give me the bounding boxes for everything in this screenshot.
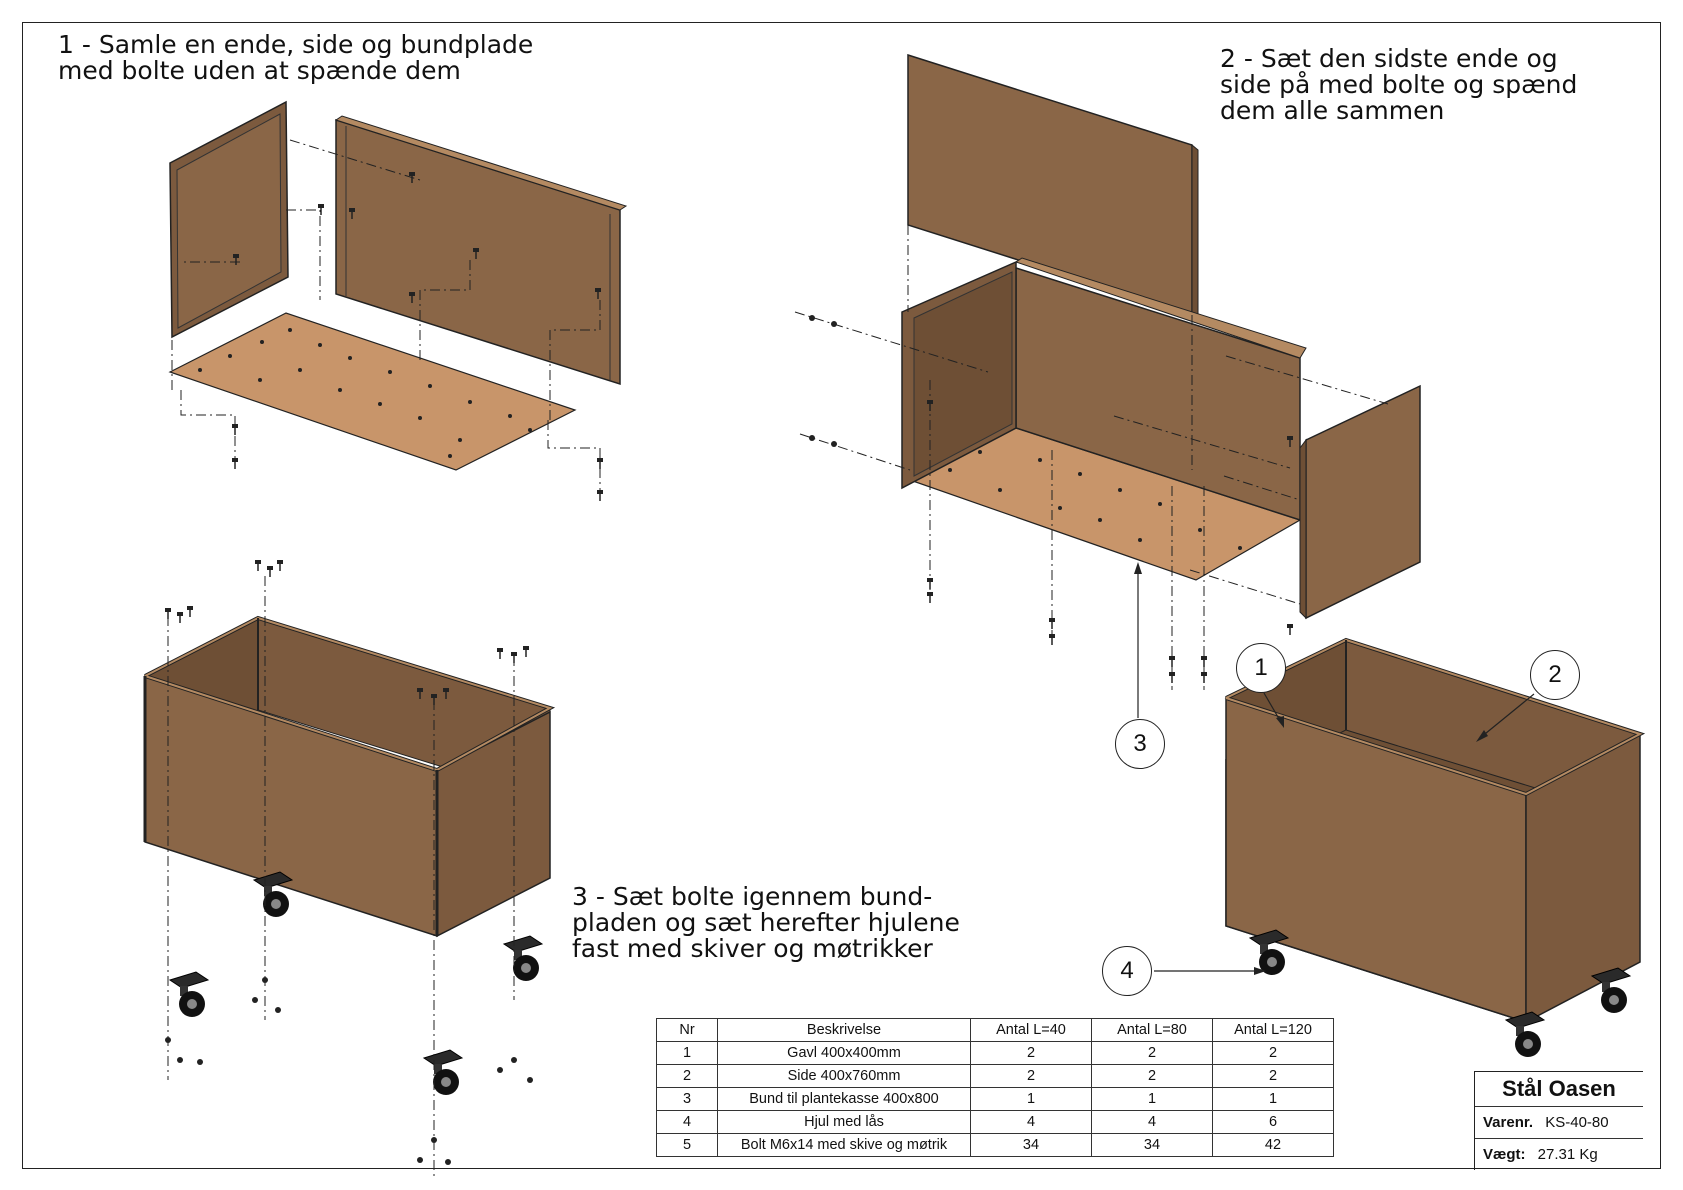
table-row: 2 Side 400x760mm 2 2 2 [656, 1064, 1334, 1088]
step1-floor-plate [168, 312, 577, 471]
bom-cell: Hjul med lås [717, 1110, 971, 1134]
step1-instruction: 1 - Samle en ende, side og bundplade med… [58, 30, 534, 85]
bom-cell: 2 [1212, 1041, 1334, 1065]
bom-cell: Side 400x760mm [717, 1064, 971, 1088]
bom-cell: Bolt M6x14 med skive og møtrik [717, 1133, 971, 1157]
bom-cell: 2 [1212, 1064, 1334, 1088]
bom-cell: 1 [1091, 1087, 1213, 1111]
step2-instruction: 2 - Sæt den sidste ende og side på med b… [1220, 44, 1578, 125]
bom-cell: 1 [656, 1041, 718, 1065]
varenr-label: Varenr. [1483, 1114, 1534, 1131]
bom-cell: 42 [1212, 1133, 1334, 1157]
varenr-value: KS-40-80 [1545, 1114, 1609, 1131]
drawing-frame [22, 22, 1661, 1169]
table-row: 5 Bolt M6x14 med skive og møtrik 34 34 4… [656, 1133, 1334, 1157]
bom-cell: 34 [1091, 1133, 1213, 1157]
bill-of-materials: Nr Beskrivelse Antal L=40 Antal L=80 Ant… [656, 1018, 1334, 1157]
callout-1: 1 [1236, 643, 1286, 693]
step2-right-end-panel [1305, 384, 1421, 620]
product-name: Stål Oasen [1475, 1072, 1643, 1107]
table-row: 4 Hjul med lås 4 4 6 [656, 1110, 1334, 1134]
bom-cell: 4 [1091, 1110, 1213, 1134]
bom-cell: 34 [970, 1133, 1092, 1157]
bom-cell: 5 [656, 1133, 718, 1157]
bom-header-qty-120: Antal L=120 [1212, 1018, 1334, 1042]
varenr-row: Varenr. KS-40-80 [1475, 1107, 1643, 1139]
step3-instruction: 3 - Sæt bolte igennem bund- pladen og sæ… [572, 882, 960, 963]
bom-cell: 1 [1212, 1087, 1334, 1111]
bom-cell: 1 [970, 1087, 1092, 1111]
step2-top-side-panel [907, 53, 1193, 317]
bom-header-row: Nr Beskrivelse Antal L=40 Antal L=80 Ant… [656, 1018, 1334, 1042]
bom-cell: 2 [1091, 1064, 1213, 1088]
step1-exploded-view [168, 100, 628, 502]
bom-header-description: Beskrivelse [717, 1018, 971, 1042]
bom-cell: 4 [970, 1110, 1092, 1134]
bom-cell: 2 [656, 1064, 718, 1088]
bom-header-qty-80: Antal L=80 [1091, 1018, 1213, 1042]
table-row: 1 Gavl 400x400mm 2 2 2 [656, 1041, 1334, 1065]
bom-cell: 4 [656, 1110, 718, 1134]
step3-exploded-view [143, 559, 556, 1176]
bom-cell: 2 [970, 1041, 1092, 1065]
weight-label: Vægt: [1483, 1146, 1526, 1163]
bom-cell: 2 [1091, 1041, 1213, 1065]
weight-row: Vægt: 27.31 Kg [1475, 1139, 1643, 1170]
bom-cell: 3 [656, 1087, 718, 1111]
bom-header-nr: Nr [656, 1018, 718, 1042]
bom-cell: Bund til plantekasse 400x800 [717, 1087, 971, 1111]
callout-3: 3 [1115, 719, 1165, 769]
callout-4: 4 [1102, 946, 1152, 996]
bom-cell: Gavl 400x400mm [717, 1041, 971, 1065]
step2-exploded-view [794, 53, 1421, 718]
bom-cell: 2 [970, 1064, 1092, 1088]
title-block: Stål Oasen Varenr. KS-40-80 Vægt: 27.31 … [1474, 1071, 1643, 1170]
bom-header-qty-40: Antal L=40 [970, 1018, 1092, 1042]
assembled-view [1154, 637, 1646, 1058]
callout-2: 2 [1530, 650, 1580, 700]
weight-value: 27.31 Kg [1537, 1146, 1598, 1163]
table-row: 3 Bund til plantekasse 400x800 1 1 1 [656, 1087, 1334, 1111]
bom-cell: 6 [1212, 1110, 1334, 1134]
